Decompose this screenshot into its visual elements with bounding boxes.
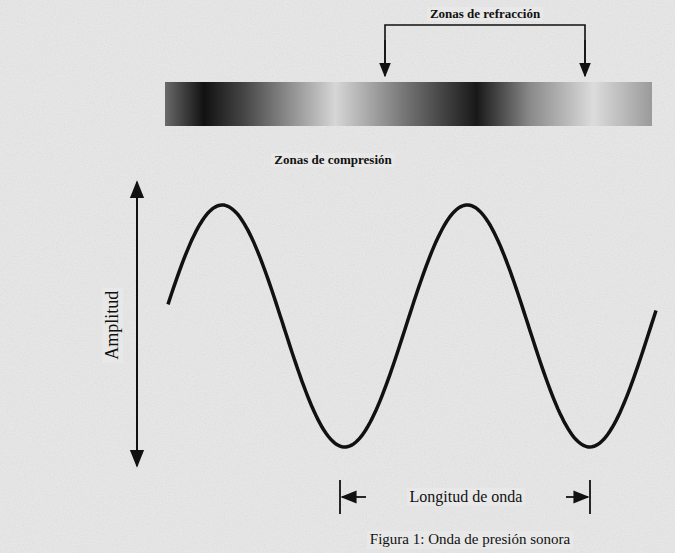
pressure-band bbox=[165, 82, 652, 126]
figure-caption: Figura 1: Onda de presión sonora bbox=[367, 531, 573, 548]
zone-label: Zonas de compresión bbox=[271, 153, 395, 168]
bracket-arrow bbox=[584, 40, 586, 76]
wavelength-arrow bbox=[566, 496, 588, 498]
wavelength-arrow bbox=[342, 496, 366, 498]
wavelength-tick bbox=[589, 480, 591, 514]
axis-label: Amplitud bbox=[103, 287, 124, 362]
amplitude-arrow bbox=[136, 182, 138, 466]
wavelength-tick bbox=[339, 480, 341, 514]
refraction-bracket bbox=[385, 25, 585, 73]
sine-wave bbox=[168, 205, 656, 447]
bracket-arrow bbox=[384, 40, 386, 76]
zone-label: Zonas de refracción bbox=[427, 7, 543, 22]
dimension-label: Longitud de onda bbox=[407, 488, 526, 506]
